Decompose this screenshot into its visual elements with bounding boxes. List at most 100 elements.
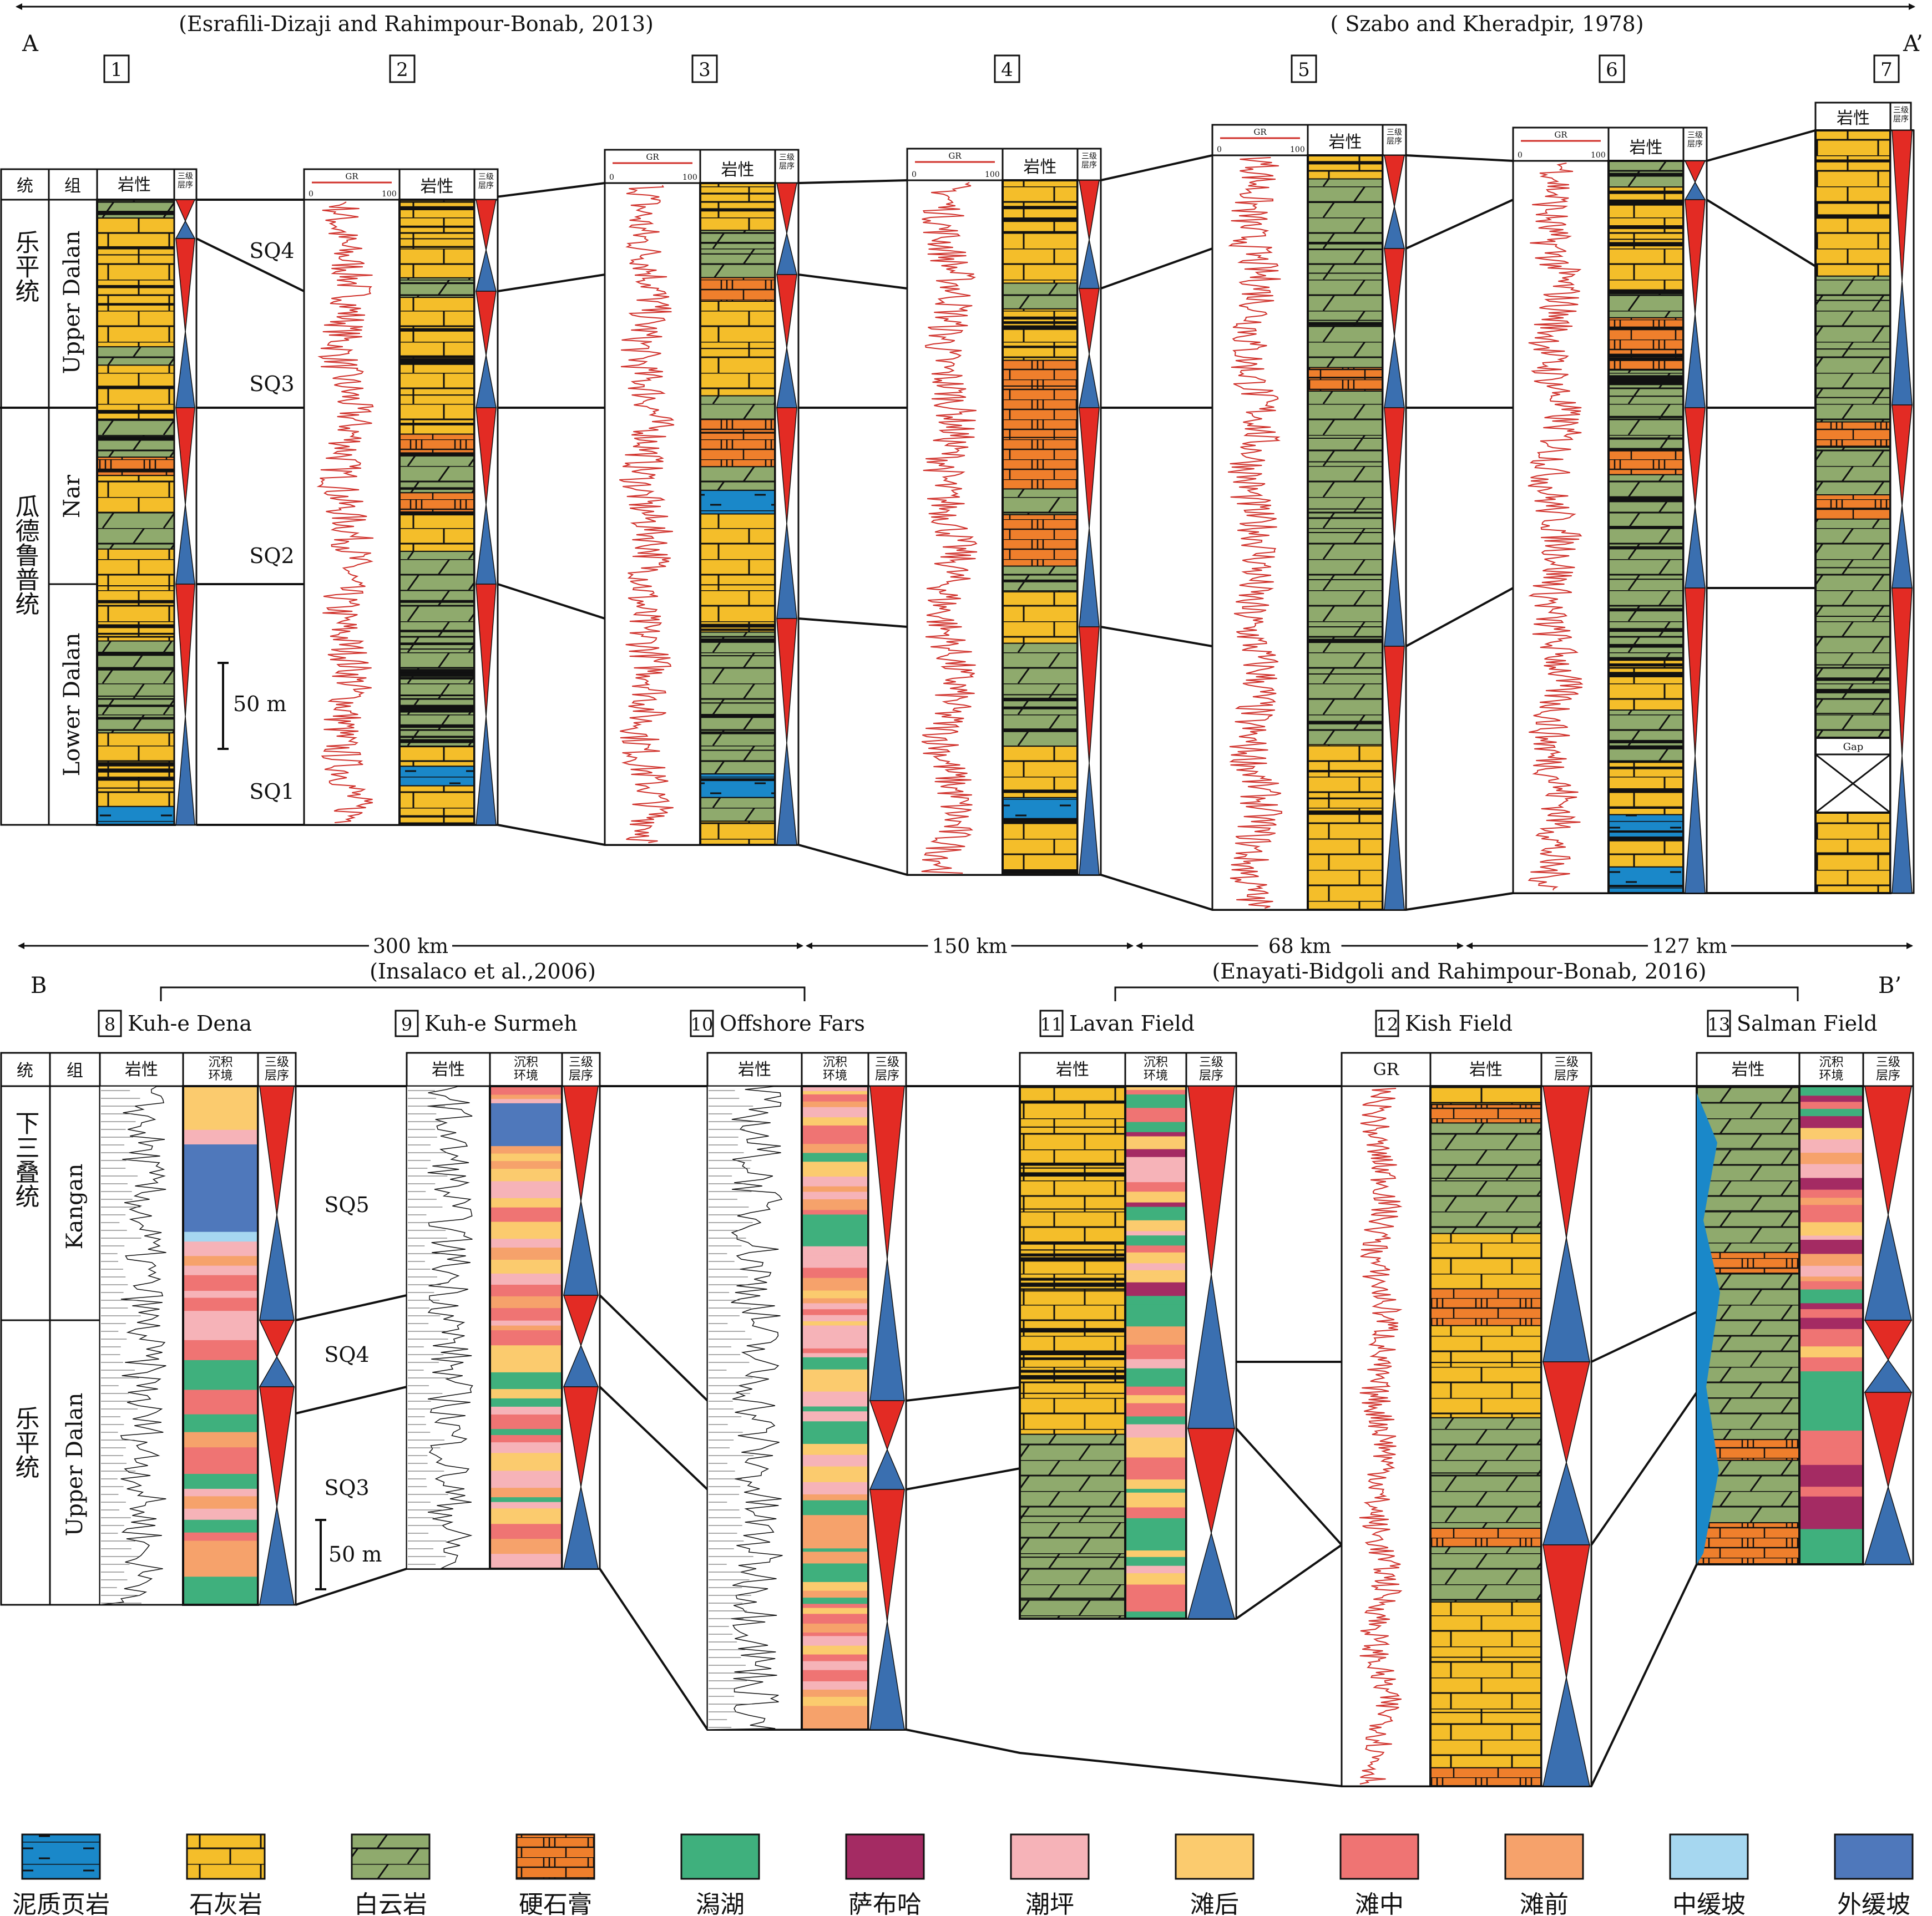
- transgressive-triangle: [563, 1086, 599, 1202]
- env-band: [1799, 1357, 1863, 1372]
- litho-bed: [97, 511, 175, 550]
- env-band: [1799, 1086, 1863, 1096]
- svg-text:沉积: 沉积: [823, 1056, 847, 1069]
- litho-bed: [1430, 1325, 1542, 1363]
- env-band: [1125, 1168, 1186, 1183]
- env-band: [183, 1373, 258, 1390]
- transgressive-triangle: [175, 407, 195, 505]
- litho-bed: [1815, 130, 1891, 204]
- legend-label: 萨布哈: [848, 1890, 922, 1916]
- distance-label: 68 km: [1268, 935, 1331, 958]
- env-band: [802, 1391, 868, 1403]
- env-band: [802, 1162, 868, 1168]
- env-band: [1125, 1207, 1186, 1221]
- litho-bed: [1815, 812, 1891, 854]
- litho-bed: [97, 475, 175, 513]
- env-band: [1125, 1296, 1186, 1305]
- env-band: [802, 1144, 868, 1148]
- env-band: [1125, 1611, 1186, 1619]
- env-band: [802, 1454, 868, 1467]
- litho-bed: [1815, 275, 1891, 301]
- transgressive-triangle: [1079, 407, 1100, 529]
- series-lower-triassic: 下三叠统: [11, 1111, 39, 1208]
- well-number-box: [1039, 1010, 1064, 1037]
- well-9-sequence: [561, 1085, 601, 1570]
- litho-bed: [399, 199, 475, 240]
- litho-bed: [1002, 565, 1078, 592]
- legend-swatch: [1504, 1833, 1584, 1880]
- litho-bed: [700, 749, 776, 775]
- env-band: [490, 1372, 562, 1390]
- well-7-sequence: [1889, 129, 1915, 894]
- section-a-ref-left: (Esrafili-Dizaji and Rahimpour-Bonab, 20…: [179, 12, 654, 36]
- litho-bed: [1307, 744, 1383, 840]
- env-band: [1125, 1274, 1186, 1283]
- litho-bed: [399, 766, 475, 787]
- env-band: [1799, 1496, 1863, 1510]
- transgressive-triangle: [563, 1295, 599, 1347]
- well-2-sequence: [473, 199, 499, 826]
- env-band: [802, 1661, 868, 1671]
- env-band: [1799, 1210, 1863, 1223]
- env-band: [1125, 1282, 1186, 1296]
- section-b-ref-left: (Insalaco et al.,2006): [370, 959, 596, 984]
- env-band: [802, 1348, 868, 1354]
- regressive-triangle: [1187, 1531, 1235, 1619]
- env-band: [1799, 1240, 1863, 1254]
- env-band: [1799, 1346, 1863, 1358]
- litho-bed: [1019, 1331, 1126, 1353]
- well-13-env: [1798, 1085, 1864, 1565]
- header-formation: 组: [64, 176, 81, 196]
- env-band: [802, 1706, 868, 1718]
- env-band: [1125, 1220, 1186, 1231]
- svg-text:三级: 三级: [569, 1056, 593, 1069]
- litho-bed: [1815, 421, 1891, 447]
- litho-bed: [399, 433, 475, 454]
- svg-text:层序: 层序: [779, 162, 795, 171]
- gr-min: 0: [609, 173, 614, 182]
- litho-bed: [97, 805, 175, 825]
- env-band: [490, 1414, 562, 1430]
- env-band: [802, 1278, 868, 1282]
- env-band: [802, 1251, 868, 1256]
- header-series: 统: [17, 1061, 33, 1081]
- well-number: 1: [110, 59, 123, 81]
- env-band: [1799, 1487, 1863, 1497]
- env-band: [802, 1494, 868, 1501]
- well-offshore-fars: 岩性沉积环境三级层序: [706, 1052, 907, 1731]
- env-band: [802, 1199, 868, 1210]
- litho-bed: [1002, 823, 1078, 876]
- litho-bed: [1430, 1104, 1542, 1124]
- regressive-triangle: [1079, 763, 1100, 875]
- litho-bed: [1019, 1557, 1126, 1599]
- well-1-sequence: [173, 199, 198, 826]
- litho-bed: [399, 238, 475, 278]
- section-b-columns: SQ5SQ4SQ3岩性沉积环境三级层序岩性沉积环境三级层序岩性沉积环境三级层序岩…: [99, 1052, 1914, 1787]
- env-band: [183, 1265, 258, 1276]
- env-band: [1799, 1479, 1863, 1487]
- legend-swatch: [186, 1833, 266, 1880]
- env-band: [490, 1153, 562, 1162]
- env-band: [1125, 1451, 1186, 1458]
- litho-bed: [1307, 532, 1383, 580]
- well-6-sequence: [1682, 160, 1708, 894]
- env-band: [490, 1112, 562, 1147]
- series-lopingian-b: 乐平统: [11, 1406, 39, 1479]
- env-band: [1125, 1235, 1186, 1246]
- gr-label: GR: [1253, 127, 1267, 137]
- well-number-box: [690, 1010, 714, 1037]
- well-12-gr-curve: [1359, 1088, 1403, 1785]
- env-band: [490, 1442, 562, 1453]
- litho-bed: [1002, 746, 1078, 798]
- svg-text:环境: 环境: [208, 1069, 232, 1083]
- well-8-sequence: [257, 1085, 297, 1606]
- env-band: [490, 1554, 562, 1569]
- env-band: [802, 1598, 868, 1604]
- litho-bed: [1307, 155, 1383, 180]
- env-band: [802, 1380, 868, 1392]
- env-band: [1125, 1550, 1186, 1558]
- env-band: [1799, 1289, 1863, 1304]
- section-b-correlation-lines: [100, 1085, 1913, 1787]
